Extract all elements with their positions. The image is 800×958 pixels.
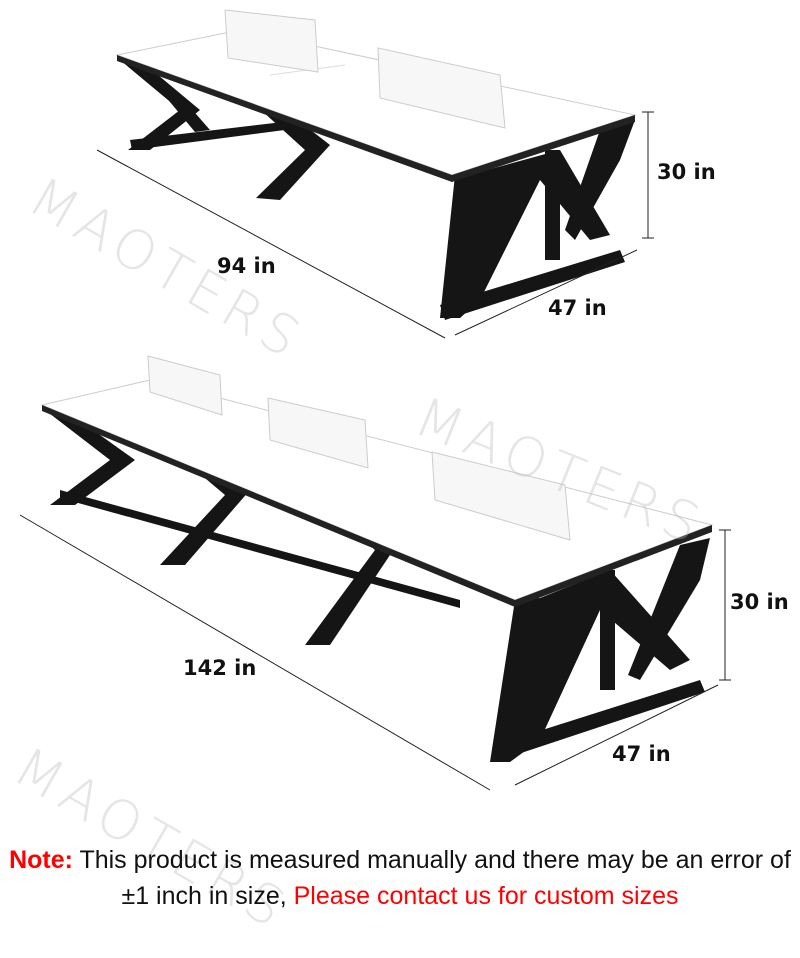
note-contact: Please contact us for custom sizes [293,882,679,910]
divider-panel [224,9,319,73]
depth-label-three-person: 47 in [612,742,671,766]
length-label-three-person: 142 in [183,656,257,680]
divider-panel [431,451,571,541]
height-label-two-person: 30 in [657,160,716,184]
divider-panel [377,47,506,129]
note-prefix: Note: [9,846,73,874]
height-label-three-person: 30 in [730,590,789,614]
length-label-two-person: 94 in [217,254,276,278]
note-body: This product is measured manually and th… [72,846,791,910]
divider-panel [147,355,223,416]
measurement-note: Note: This product is measured manually … [0,842,800,914]
depth-label-two-person: 47 in [548,296,607,320]
divider-panel [267,397,369,469]
